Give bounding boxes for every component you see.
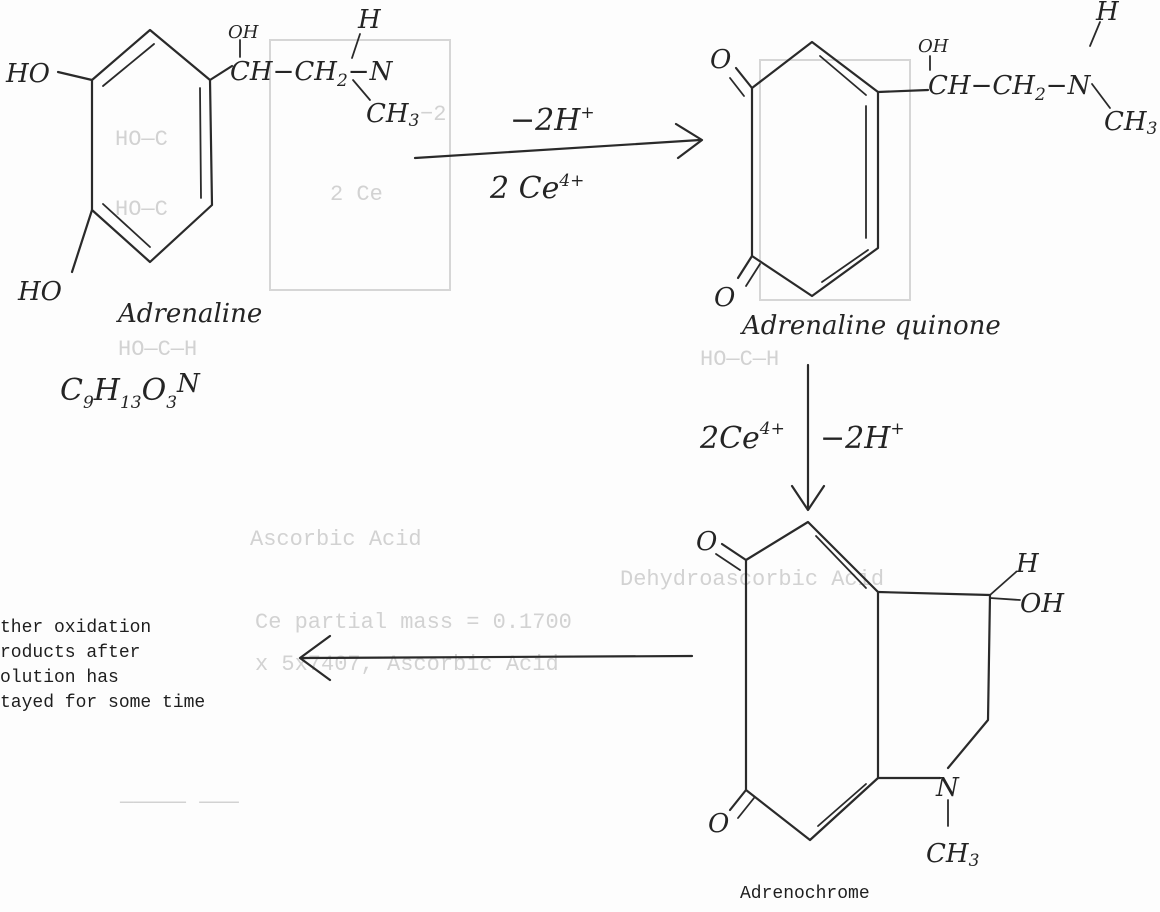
reaction1-bottom-label: 2 Ce4+ xyxy=(489,171,584,206)
svg-text:HO—C: HO—C xyxy=(115,127,168,152)
adrenaline-nh: H xyxy=(357,5,382,35)
quinone-nh: H xyxy=(1095,0,1120,27)
svg-text:−2: −2 xyxy=(420,102,446,127)
quinone-oh: OH xyxy=(918,36,949,57)
svg-text:Ce partial mass = 0.1700: Ce partial mass = 0.1700 xyxy=(255,610,572,635)
adrenochrome-structure xyxy=(715,520,1021,842)
adrenaline-side-chain: CH−CH2−N xyxy=(230,57,394,91)
side-note-line-1: ther oxidation xyxy=(0,618,151,638)
svg-text:HO—C—H: HO—C—H xyxy=(118,337,197,362)
reaction2-left-label: 2Ce4+ xyxy=(699,419,785,456)
svg-text:HO—C: HO—C xyxy=(115,197,168,222)
bleed-through: 2 Ce −2 HO—C HO—C HO—C—H HO—C—H Ascorbic… xyxy=(115,39,911,815)
quinone-structure xyxy=(729,21,1111,298)
svg-text:————— ———: ————— ——— xyxy=(119,790,240,815)
adrenochrome-o-bottom: O xyxy=(708,809,729,839)
adrenaline-formula: C9H13O3N xyxy=(60,369,201,413)
svg-text:HO—C—H: HO—C—H xyxy=(700,347,779,372)
adrenaline-label: Adrenaline xyxy=(116,299,262,329)
svg-text:x 5x7407, Ascorbic Acid: x 5x7407, Ascorbic Acid xyxy=(255,652,559,677)
side-note-line-2: roducts after xyxy=(0,643,140,663)
adrenochrome-h: H xyxy=(1015,549,1040,579)
adrenaline-structure xyxy=(56,28,371,274)
adrenaline-ho-bottom: HO xyxy=(17,277,62,307)
side-note-line-3: olution has xyxy=(0,668,119,688)
quinone-o-bottom: O xyxy=(714,283,735,313)
adrenaline-oh: OH xyxy=(228,22,259,43)
adrenochrome-o-top: O xyxy=(696,527,717,557)
quinone-o-top: O xyxy=(710,45,731,75)
adrenaline-nmethyl: CH3 xyxy=(366,99,419,131)
reaction-arrow-2 xyxy=(790,363,826,512)
reaction-arrow-1 xyxy=(413,122,704,160)
svg-text:2 Ce: 2 Ce xyxy=(330,182,383,207)
quinone-side-chain: CH−CH2−N xyxy=(928,71,1092,105)
svg-text:Ascorbic Acid: Ascorbic Acid xyxy=(250,527,422,552)
svg-text:Dehydroascorbic Acid: Dehydroascorbic Acid xyxy=(620,567,884,592)
side-note-line-4: tayed for some time xyxy=(0,693,205,713)
adrenochrome-oh: OH xyxy=(1020,589,1065,619)
reaction2-right-label: −2H+ xyxy=(820,419,905,456)
adrenaline-ho-top: HO xyxy=(5,59,50,89)
quinone-nmethyl: CH3 xyxy=(1104,107,1157,139)
reaction-arrow-3 xyxy=(298,634,694,682)
quinone-label: Adrenaline quinone xyxy=(740,311,1001,341)
adrenochrome-label: Adrenochrome xyxy=(740,884,870,904)
reaction1-top-label: −2H+ xyxy=(510,103,595,138)
adrenochrome-nmethyl: CH3 xyxy=(926,839,979,871)
adrenochrome-n: N xyxy=(935,773,960,803)
